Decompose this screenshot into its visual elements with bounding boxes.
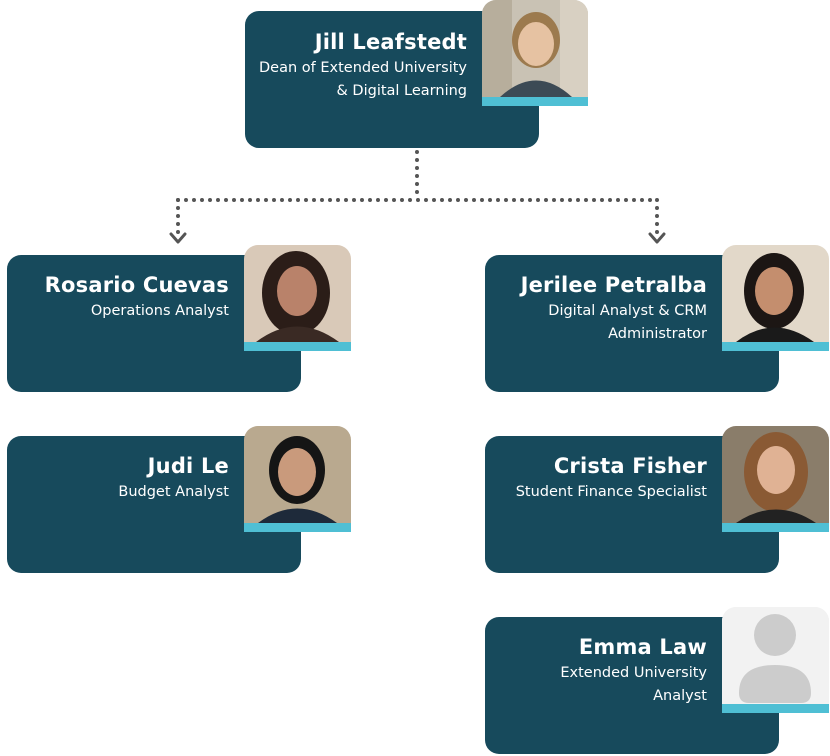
card-text: Emma Law Extended University Analyst [560, 634, 707, 708]
person-title: Operations Analyst [90, 303, 229, 319]
person-title: Dean of Extended University [259, 60, 467, 76]
card-text: Jill Leafstedt Dean of Extended Universi… [259, 29, 467, 103]
card-text: Crista Fisher Student Finance Specialist [516, 453, 707, 504]
person-title: Digital Analyst & CRM [548, 303, 707, 319]
card-rosario: Rosario Cuevas Operations Analyst [7, 255, 301, 392]
person-title: Budget Analyst [118, 484, 229, 500]
portrait-photo [482, 0, 588, 97]
photo-accent-bar [722, 523, 829, 532]
photo-accent-bar [244, 523, 351, 532]
avatar-placeholder-icon [722, 607, 829, 704]
portrait-photo [244, 426, 351, 523]
person-name: Jerilee Petralba [520, 273, 707, 297]
photo-accent-bar [722, 342, 829, 351]
person-name: Rosario Cuevas [44, 273, 229, 297]
person-name: Jill Leafstedt [314, 30, 467, 54]
person-title: Extended University [560, 665, 707, 681]
arrow-down-icon [648, 232, 666, 244]
arrow-down-icon [169, 232, 187, 244]
card-text: Judi Le Budget Analyst [118, 453, 229, 504]
person-title: & Digital Learning [336, 83, 468, 99]
person-title: Student Finance Specialist [515, 484, 707, 500]
person-name: Emma Law [578, 635, 707, 659]
photo-accent-bar [244, 342, 351, 351]
portrait-photo [722, 426, 829, 523]
photo-accent-bar [482, 97, 588, 106]
photo-accent-bar [722, 704, 829, 713]
person-name: Judi Le [147, 454, 229, 478]
person-title: Administrator [608, 326, 707, 342]
portrait-photo [722, 245, 829, 342]
person-name: Crista Fisher [553, 454, 707, 478]
card-text: Jerilee Petralba Digital Analyst & CRM A… [521, 272, 707, 346]
card-text: Rosario Cuevas Operations Analyst [45, 272, 229, 323]
portrait-photo [244, 245, 351, 342]
person-title: Analyst [653, 688, 707, 704]
